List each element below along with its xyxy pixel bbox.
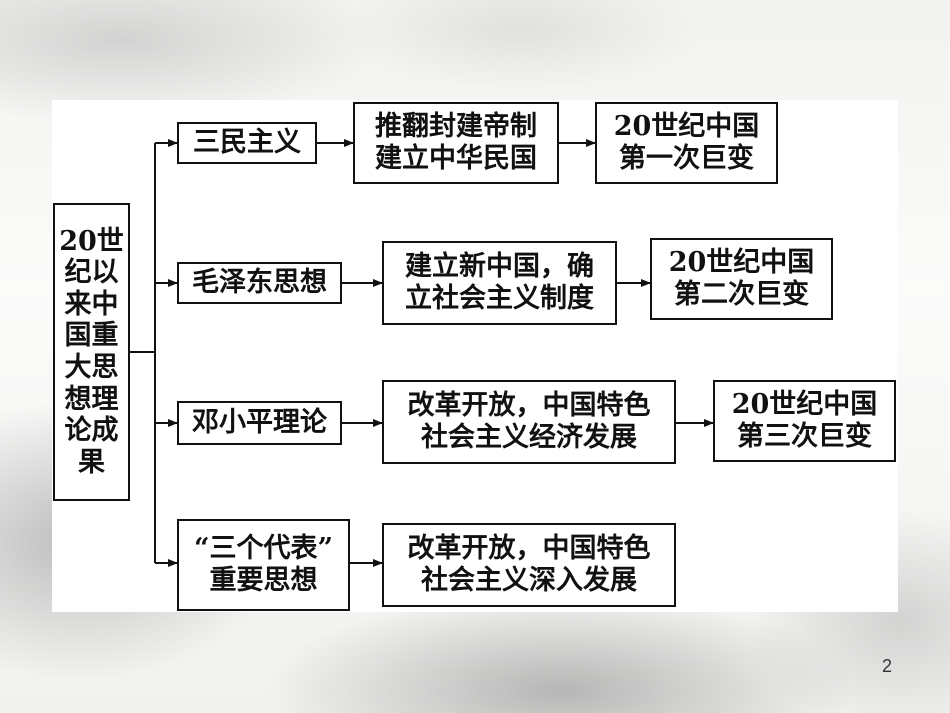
root-line: 来中: [64, 288, 119, 320]
change-line: 第三次巨变: [737, 421, 872, 452]
change-line: 20世纪中国: [731, 388, 878, 420]
achievement-line: 建立新中国，确: [405, 250, 594, 282]
change-line: 20世纪中国: [668, 246, 815, 278]
achievement-line: 改革开放，中国特色: [407, 532, 651, 564]
change-box-1: 20世纪中国 第一次巨变: [595, 102, 778, 184]
theory-label: “三个代表”: [193, 532, 334, 564]
root-line: 国重: [64, 320, 119, 352]
root-line: 大思: [64, 352, 119, 383]
achievement-line: 改革开放，中国特色: [407, 389, 651, 421]
achievement-line: 立社会主义制度: [405, 283, 594, 314]
root-line: 果: [78, 446, 105, 478]
achievement-line: 社会主义经济发展: [421, 422, 637, 453]
achievement-line: 推翻封建帝制: [375, 110, 537, 142]
change-box-2: 20世纪中国 第二次巨变: [650, 238, 833, 320]
root-line: 20世: [59, 225, 124, 257]
theory-box-mao: 毛泽东思想: [177, 262, 342, 304]
theory-label: 邓小平理论: [192, 406, 327, 438]
achievement-box-3: 改革开放，中国特色 社会主义经济发展: [382, 380, 676, 464]
change-line: 第二次巨变: [674, 279, 809, 310]
theory-box-deng: 邓小平理论: [177, 401, 342, 445]
root-box: 20世 纪以 来中 国重 大思 想理 论成 果: [53, 203, 130, 501]
achievement-box-2: 建立新中国，确 立社会主义制度: [382, 241, 617, 325]
achievement-line: 社会主义深入发展: [421, 565, 637, 596]
change-line: 20世纪中国: [613, 110, 760, 142]
theory-label: 毛泽东思想: [192, 266, 327, 298]
change-box-3: 20世纪中国 第三次巨变: [713, 380, 896, 462]
theory-box-three-represents: “三个代表” 重要思想: [177, 519, 350, 611]
root-line: 论成: [64, 415, 119, 447]
root-line: 想理: [64, 383, 119, 415]
theory-label: 三民主义: [193, 126, 301, 158]
root-line: 纪以: [64, 257, 119, 289]
theory-box-sanmin: 三民主义: [177, 122, 317, 164]
achievement-box-4: 改革开放，中国特色 社会主义深入发展: [382, 523, 676, 607]
theory-label: 重要思想: [209, 565, 318, 596]
achievement-box-1: 推翻封建帝制 建立中华民国: [353, 102, 559, 184]
achievement-line: 建立中华民国: [375, 143, 537, 174]
change-line: 第一次巨变: [619, 143, 754, 174]
page-number: 2: [881, 656, 892, 676]
